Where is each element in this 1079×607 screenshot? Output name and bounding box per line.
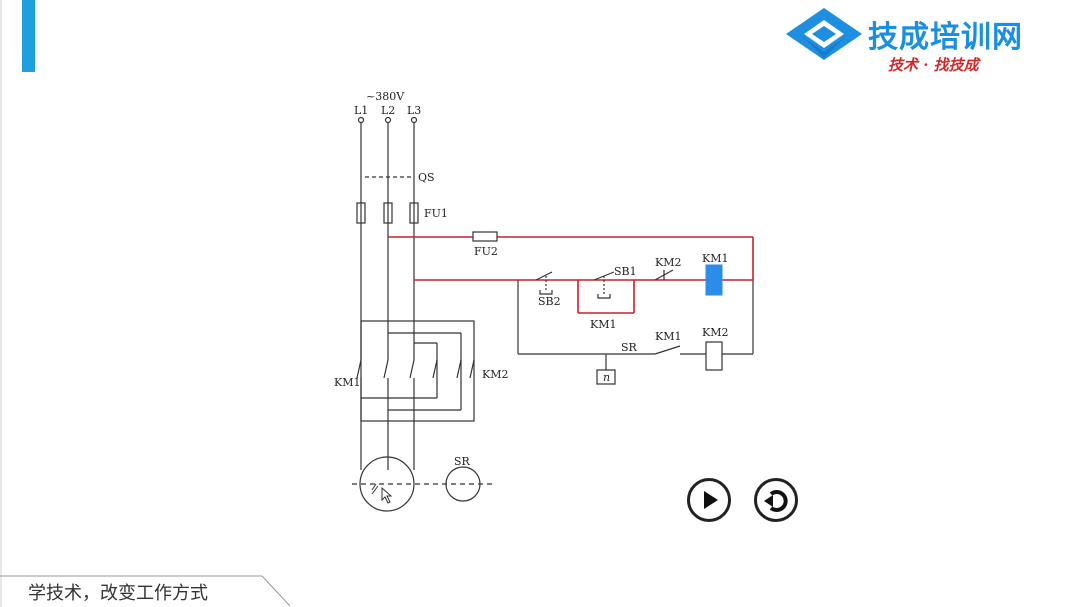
play-button[interactable] (687, 478, 731, 522)
fu2-fuse (472, 231, 498, 242)
km1-contact-l1 (356, 359, 362, 379)
logo: 技成培训网 技术 · 找技成 (782, 6, 1072, 76)
sr-contact-label: SR (621, 341, 638, 354)
speed-sensor (596, 369, 616, 385)
play-icon (704, 491, 718, 509)
km1-no-label: KM1 (655, 330, 681, 343)
terminal-l2 (384, 116, 392, 124)
km1-coil-label: KM1 (702, 252, 728, 265)
sb1-label: SB1 (614, 265, 637, 278)
fu2-label: FU2 (474, 245, 498, 258)
phase-l3-label: L3 (407, 104, 421, 117)
km2-nc-label: KM2 (655, 256, 681, 269)
speed-relay (445, 466, 481, 502)
speed-label: n (603, 371, 610, 384)
sb1-button (593, 271, 615, 299)
km1-no-contact (654, 345, 681, 355)
return-icon (764, 490, 788, 512)
left-border (0, 0, 2, 607)
qs-label: QS (418, 171, 435, 184)
sr-relay-label: SR (454, 455, 471, 468)
footer-slogan: 学技术，改变工作方式 (28, 583, 208, 604)
km1-hold-label: KM1 (590, 318, 616, 331)
sb2-label: SB2 (538, 295, 561, 308)
km1-contact-l2 (383, 359, 389, 379)
km2-coil-label: KM2 (702, 326, 728, 339)
km2-main-label: KM2 (482, 368, 508, 381)
footer-divider (0, 575, 290, 607)
logo-diamond-icon (786, 8, 862, 60)
footer: 学技术，改变工作方式 (0, 575, 290, 607)
fu1-fuse-l3 (409, 202, 419, 224)
km1-main-label: KM1 (334, 376, 360, 389)
phase-l2-label: L2 (381, 104, 395, 117)
logo-slogan: 技术 · 找技成 (888, 56, 979, 74)
km2-coil (705, 341, 723, 371)
fu1-fuse-l2 (383, 202, 393, 224)
km2-contact-2 (456, 359, 462, 379)
fu1-label: FU1 (424, 207, 448, 220)
km2-contact-1 (432, 359, 438, 379)
logo-name: 技成培训网 (868, 20, 1023, 55)
cursor-icon (381, 486, 393, 504)
fu1-fuse-l1 (356, 202, 366, 224)
return-button[interactable] (754, 478, 798, 522)
motor (359, 456, 415, 512)
terminal-l3 (410, 116, 418, 124)
km1-coil (705, 264, 723, 296)
phase-l1-label: L1 (354, 104, 368, 117)
sb2-button (535, 271, 553, 295)
accent-bar (22, 0, 35, 72)
km2-contact-3 (469, 359, 475, 379)
terminal-l1 (357, 116, 365, 124)
km1-contact-l3 (409, 359, 415, 379)
supply-label: ~380V (366, 90, 405, 103)
